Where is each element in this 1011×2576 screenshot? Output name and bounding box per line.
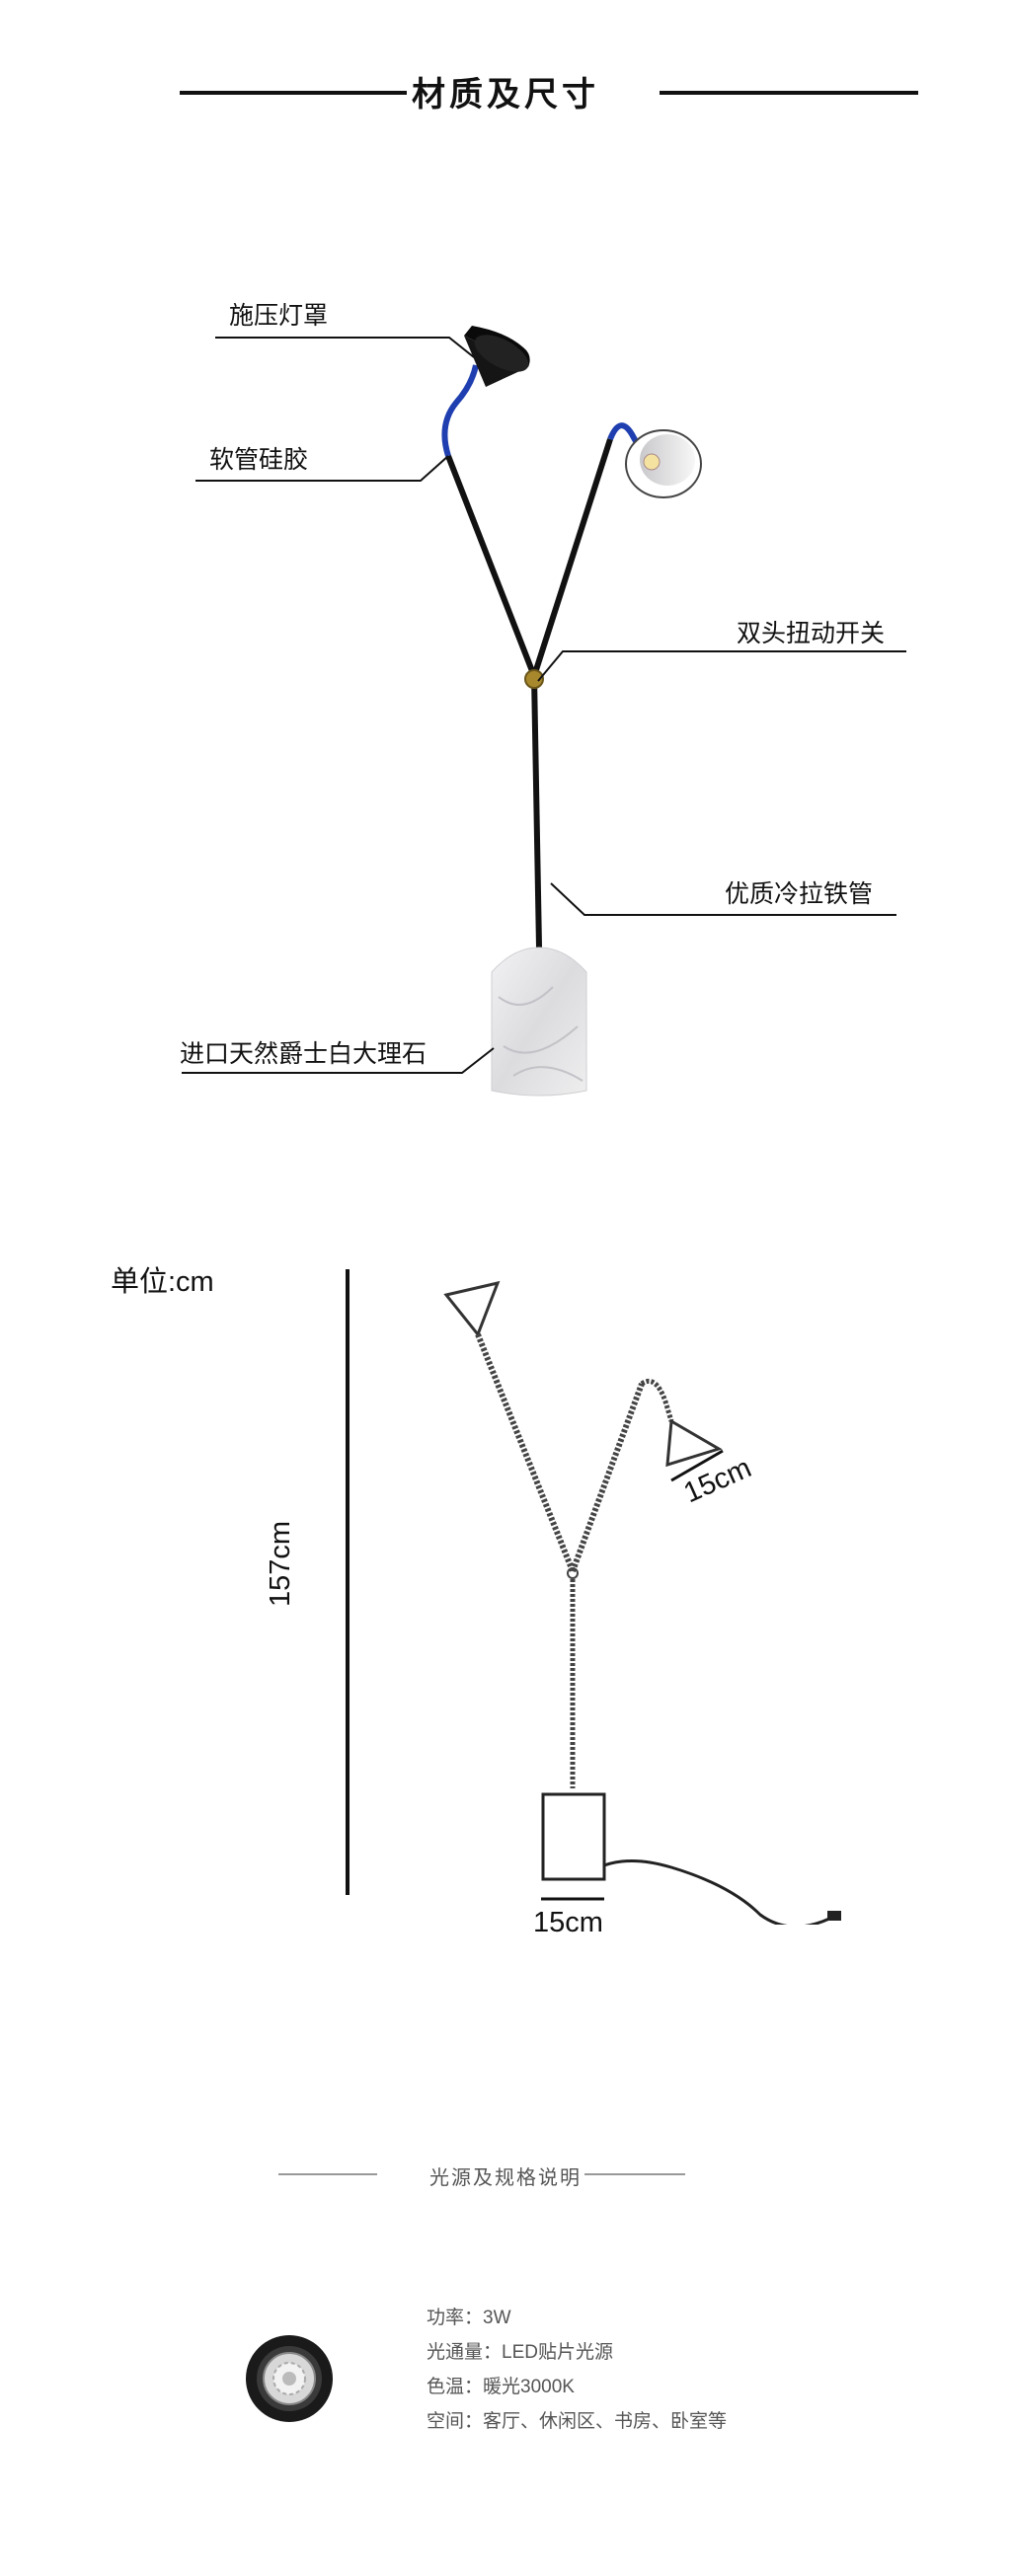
section-rule-right <box>584 2173 685 2175</box>
stem-tube <box>531 675 542 948</box>
spec-flux: 光通量：LED贴片光源 <box>427 2342 613 2363</box>
callout-shade: 施压灯罩 <box>229 302 329 330</box>
spec-space: 空间：客厅、休闲区、书房、卧室等 <box>427 2411 728 2432</box>
left-arm <box>445 454 537 678</box>
section-rule-left <box>278 2173 377 2175</box>
unit-label: 单位:cm <box>111 1266 214 1298</box>
page-title: 材质及尺寸 <box>412 76 599 114</box>
left-hose <box>441 364 479 457</box>
spec-color-temp: 色温：暖光3000K <box>427 2377 575 2397</box>
left-shade-outline <box>443 1280 501 1337</box>
callout-base: 进口天然爵士白大理石 <box>180 1040 428 1068</box>
switch-knob <box>524 669 544 689</box>
lamp-dimension-drawing <box>346 1269 841 1925</box>
callout-switch: 双头扭动开关 <box>737 620 886 647</box>
lamp-material-drawing <box>182 326 906 1097</box>
section-title: 光源及规格说明 <box>429 2167 582 2189</box>
base-width-dimension: 15cm <box>533 1907 603 1938</box>
spec-power: 功率：3W <box>427 2308 511 2328</box>
right-arm <box>531 438 613 677</box>
power-cord <box>603 1858 830 1925</box>
base-outline <box>541 1792 606 1881</box>
callout-tube: 优质冷拉铁管 <box>725 880 874 908</box>
marble-base <box>491 947 587 1097</box>
right-shade-outline <box>665 1418 723 1468</box>
callout-hose: 软管硅胶 <box>209 446 309 474</box>
title-rule-left <box>180 91 407 95</box>
title-rule-right <box>660 91 918 95</box>
